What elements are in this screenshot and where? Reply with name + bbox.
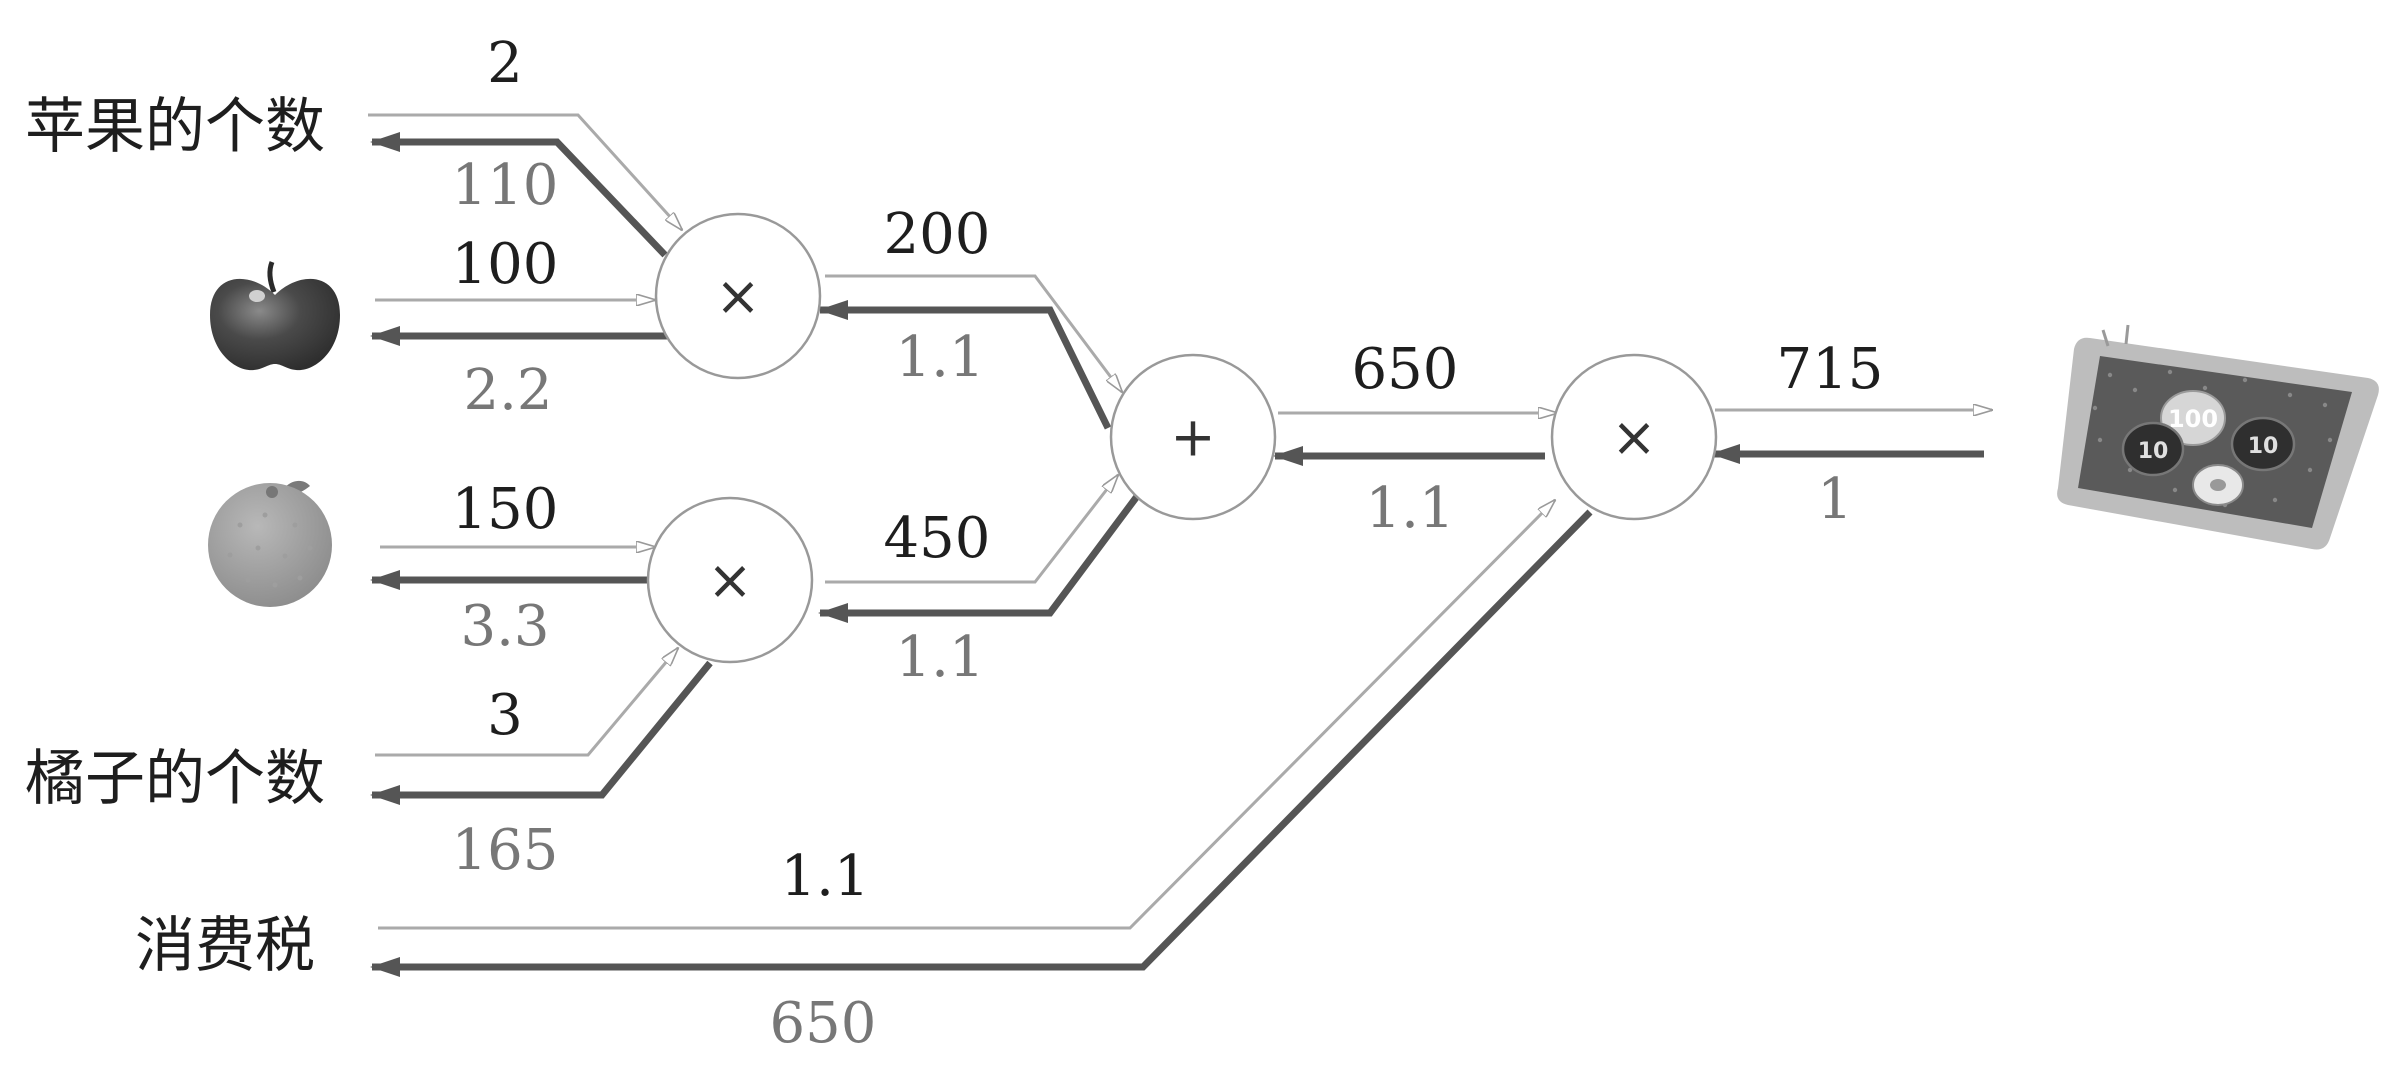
fwd-value-apple-price: 100 xyxy=(452,232,559,297)
bwd-value-apple-price: 2.2 xyxy=(463,358,552,423)
bwd-edge-apple-count xyxy=(370,132,668,258)
fwd-value-apple-count: 2 xyxy=(487,31,523,96)
bwd-edge-orange-count xyxy=(370,660,713,805)
apple-count-label: 苹果的个数 xyxy=(25,92,325,162)
coin-10-right-label: 10 xyxy=(2248,434,2279,459)
node-add: + xyxy=(1109,353,1277,521)
node-operator-label: × xyxy=(715,265,760,328)
bwd-value-orange-total: 1.1 xyxy=(895,625,984,690)
apple-icon xyxy=(210,261,340,371)
coin-1 xyxy=(2192,464,2244,506)
bwd-value-orange-price: 3.3 xyxy=(460,594,549,659)
fwd-edge-tax xyxy=(378,500,1555,930)
fwd-value-orange-price: 150 xyxy=(452,477,559,542)
fwd-value-subtotal: 650 xyxy=(1352,337,1459,402)
fwd-value-total: 715 xyxy=(1777,337,1884,402)
orange-count-label: 橘子的个数 xyxy=(25,744,325,814)
fwd-edge-apple-count xyxy=(368,113,682,230)
coin-tray-icon: 100 10 10 xyxy=(2057,324,2379,550)
bwd-value-apple-total: 1.1 xyxy=(895,325,984,390)
coin-10-left-label: 10 xyxy=(2138,439,2169,464)
fwd-value-orange-count: 3 xyxy=(487,683,523,748)
tax-label: 消费税 xyxy=(135,911,315,981)
node-multiply-tax: × xyxy=(1550,353,1718,521)
orange-icon xyxy=(208,480,332,607)
coin-100-label: 100 xyxy=(2168,405,2218,433)
coin-10-left: 10 xyxy=(2121,421,2185,477)
bwd-value-tax: 650 xyxy=(770,991,877,1056)
bwd-edge-orange-total xyxy=(818,492,1141,623)
node-operator-label: × xyxy=(707,549,752,612)
node-multiply-apple: × xyxy=(654,212,822,380)
bwd-value-orange-count: 165 xyxy=(452,818,559,883)
node-multiply-orange: × xyxy=(646,496,814,664)
fwd-value-tax: 1.1 xyxy=(780,844,869,909)
fwd-edge-apple-total xyxy=(825,274,1122,392)
node-operator-label: × xyxy=(1611,406,1656,469)
fwd-edge-orange-total xyxy=(825,475,1118,584)
bwd-edge-apple-total xyxy=(818,300,1112,430)
bwd-value-apple-count: 110 xyxy=(452,153,559,218)
coin-10-right: 10 xyxy=(2230,416,2296,472)
bwd-value-total: 1 xyxy=(1817,467,1853,532)
coin-100: 100 xyxy=(2160,390,2226,446)
node-operator-label: + xyxy=(1170,406,1215,469)
bwd-value-subtotal: 1.1 xyxy=(1365,476,1454,541)
bwd-edge-tax xyxy=(370,509,1593,977)
fwd-value-apple-total: 200 xyxy=(884,202,991,267)
fwd-value-orange-total: 450 xyxy=(884,506,991,571)
fwd-edge-orange-count xyxy=(375,648,678,757)
